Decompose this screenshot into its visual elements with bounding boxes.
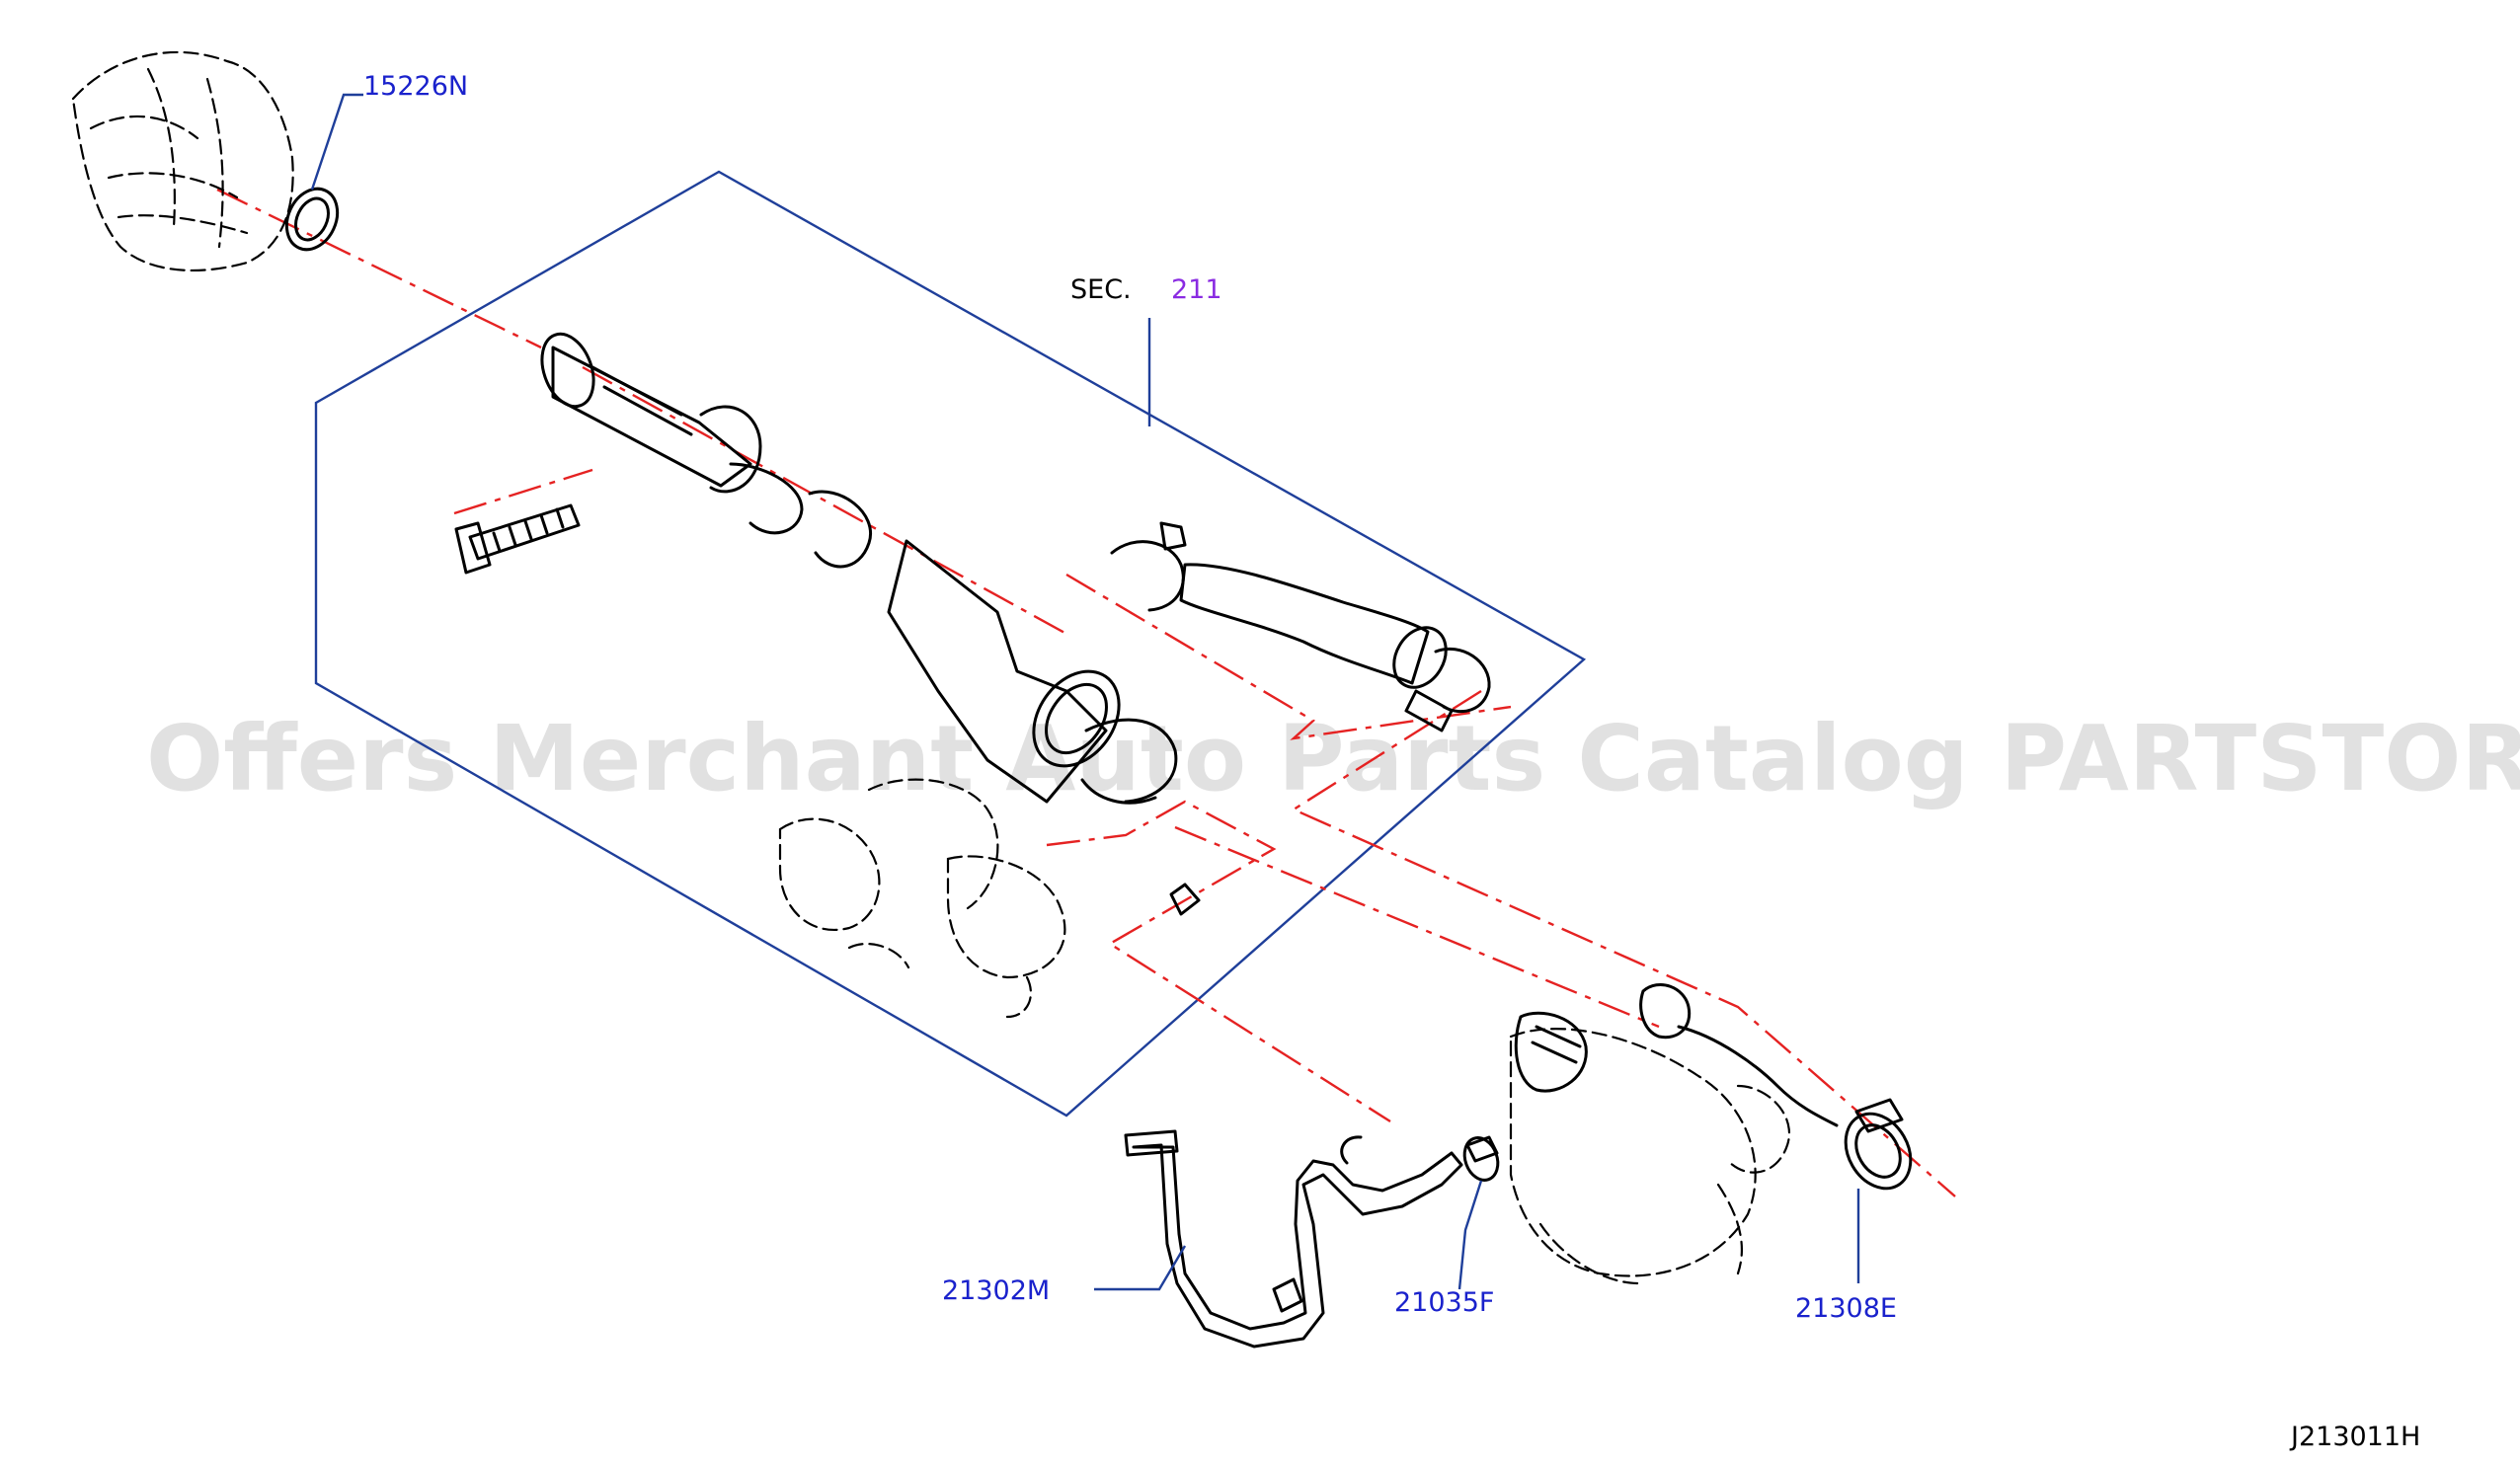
callout-21302M: 21302M	[942, 1275, 1050, 1306]
thermostat-housing-sketch-icon	[1509, 982, 1839, 1285]
centerlines	[216, 188, 1956, 1197]
section-ref-prefix: SEC.	[1070, 274, 1132, 305]
bolt-icon	[454, 503, 581, 575]
large-hose-icon	[887, 539, 1178, 805]
watermark-text: Offers Merchant Auto Parts Catalog PARTS…	[146, 706, 2520, 811]
o-ring-15226N-icon	[284, 187, 340, 252]
diagram-code: J213011H	[2289, 1422, 2420, 1452]
hose-clamp-21035F-icon	[1462, 1135, 1500, 1182]
section-outline	[314, 170, 1587, 1118]
engine-block-sketch-icon	[71, 50, 294, 271]
hose-clamp-21308E-icon	[1844, 1098, 1913, 1191]
water-pipe-icon	[540, 332, 873, 569]
leader-lines	[310, 93, 1860, 1291]
callout-15226N: 15226N	[363, 71, 468, 102]
section-ref-number[interactable]: 211	[1171, 274, 1222, 305]
callout-21035F: 21035F	[1394, 1287, 1494, 1318]
water-outlet-sketch-icon	[778, 778, 1201, 1019]
upper-hose-icon	[1110, 521, 1491, 732]
callout-21308E: 21308E	[1795, 1293, 1897, 1324]
bypass-hose-21302M-icon	[1124, 1129, 1463, 1349]
